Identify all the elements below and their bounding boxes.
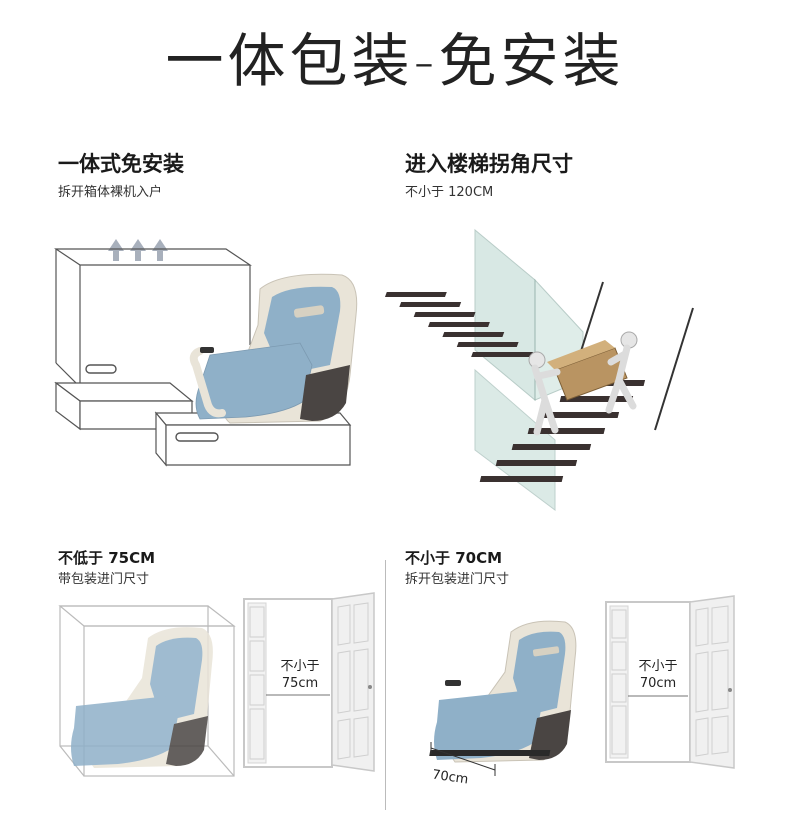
section-right-title: 进入楼梯拐角尺寸 — [405, 152, 573, 176]
staircase-illustration — [384, 228, 694, 511]
door-left-label-line2: 75cm — [281, 676, 319, 691]
movers-with-box-icon — [528, 331, 638, 436]
unboxing-illustration — [54, 239, 358, 467]
massage-chair-icon — [189, 273, 358, 424]
door-right-label-line1: 不小于 — [638, 659, 678, 674]
page-title: 一体包装-免安装 — [165, 27, 625, 95]
massage-chair-icon — [429, 620, 577, 763]
section-right-subtitle: 不小于 120CM — [405, 185, 494, 200]
boxed-chair-illustration — [58, 605, 236, 777]
massage-chair-icon — [71, 627, 213, 768]
lift-arrows-icon — [108, 239, 168, 261]
door-left-label-line1: 不小于 — [280, 659, 320, 674]
bare-chair-illustration — [429, 620, 577, 776]
section-left-title: 一体式免安装 — [58, 152, 184, 176]
section-left-subtitle: 拆开箱体裸机入户 — [58, 185, 163, 200]
block-right-subtitle: 拆开包装进门尺寸 — [405, 572, 510, 587]
door-left-illustration — [243, 592, 375, 772]
block-left-subtitle: 带包装进门尺寸 — [58, 572, 150, 587]
section-divider — [385, 560, 386, 810]
block-left-title: 不低于 75CM — [58, 549, 156, 567]
block-right-title: 不小于 70CM — [405, 549, 503, 567]
door-right-illustration — [605, 595, 735, 769]
door-right-label-line2: 70cm — [639, 676, 677, 691]
